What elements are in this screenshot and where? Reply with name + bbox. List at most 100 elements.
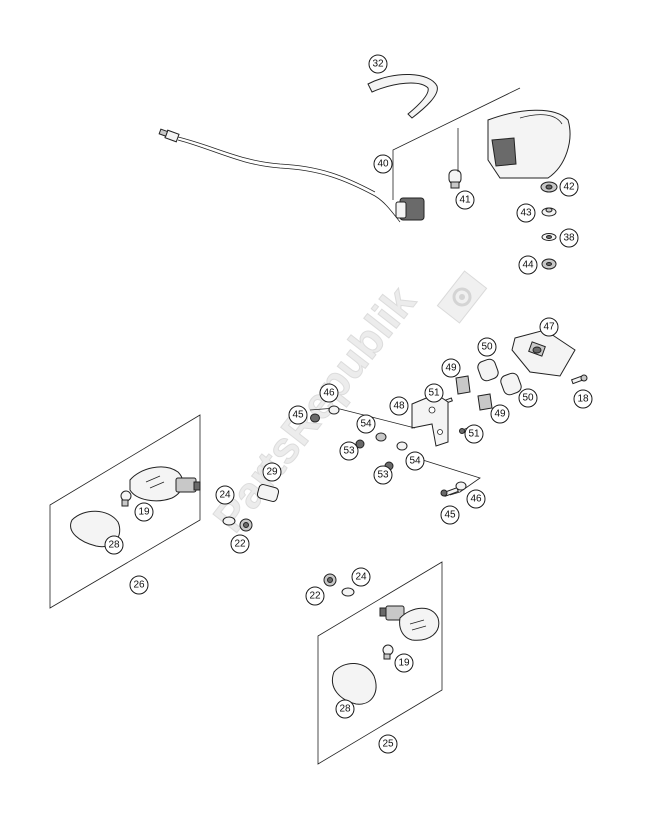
callout-label: 29 [266,467,278,478]
nut-bore [327,577,333,583]
callout-47[interactable]: 47 [539,317,559,337]
callout-24[interactable]: 24 [351,567,371,587]
seal-ring [367,74,438,119]
callout-label: 24 [219,490,231,501]
callout-22[interactable]: 22 [305,586,325,606]
bulb-socket [395,197,425,221]
callout-label: 46 [470,494,482,505]
callout-label: 26 [133,580,145,591]
callout-45[interactable]: 45 [288,405,308,425]
bolt [440,487,459,497]
callout-label: 50 [481,342,493,353]
tail-light-housing [487,109,571,179]
callout-28[interactable]: 28 [104,535,124,555]
watermark-gear-icon [436,270,488,324]
callout-54[interactable]: 54 [356,414,376,434]
callout-41[interactable]: 41 [455,190,475,210]
bulb [448,169,462,189]
callout-label: 48 [393,401,405,412]
callout-25[interactable]: 25 [378,734,398,754]
mounting-bracket [411,393,449,447]
callout-45[interactable]: 45 [440,505,460,525]
callout-label: 38 [563,233,575,244]
callout-label: 19 [138,507,150,518]
bulb [382,644,394,660]
callout-label: 42 [563,182,575,193]
callout-label: 28 [339,704,351,715]
indicator-housing-right [379,605,440,641]
callout-28[interactable]: 28 [335,699,355,719]
wiring-harness [158,128,401,223]
callout-19[interactable]: 19 [394,653,414,673]
callout-label: 51 [428,388,440,399]
callout-46[interactable]: 46 [466,489,486,509]
callout-50[interactable]: 50 [477,337,497,357]
callout-46[interactable]: 46 [319,383,339,403]
indicator-lens-right [332,663,377,705]
leader-40-41 [392,87,521,200]
callout-label: 47 [543,322,555,333]
callout-label: 41 [459,195,471,206]
washer [396,441,408,451]
callout-label: 40 [377,159,389,170]
spacer [477,358,499,382]
callout-48[interactable]: 48 [389,396,409,416]
callout-53[interactable]: 53 [373,465,393,485]
callout-40[interactable]: 40 [373,154,393,174]
nut-bore [243,522,249,528]
callout-label: 25 [382,739,394,750]
license-plate-light [511,329,576,377]
adapter-sleeve [256,484,280,502]
indicator-housing-left [129,466,201,502]
callout-label: 46 [323,388,335,399]
callout-24[interactable]: 24 [215,485,235,505]
callout-label: 43 [520,208,532,219]
washer [341,587,355,597]
callout-22[interactable]: 22 [230,534,250,554]
callout-53[interactable]: 53 [339,441,359,461]
callout-label: 32 [372,59,384,70]
washer [375,432,387,442]
callout-label: 22 [234,539,246,550]
callout-label: 50 [522,393,534,404]
callout-38[interactable]: 38 [559,228,579,248]
callout-54[interactable]: 54 [405,451,425,471]
washer [455,481,467,491]
callout-label: 53 [343,446,355,457]
callout-49[interactable]: 49 [441,358,461,378]
callout-49[interactable]: 49 [490,404,510,424]
bracket-hole [437,429,443,435]
indicator-kit-frame-left [49,414,201,609]
callout-label: 28 [108,540,120,551]
grommet [455,375,471,395]
callout-label: 19 [398,658,410,669]
callout-label: 22 [309,591,321,602]
callout-26[interactable]: 26 [129,575,149,595]
washer [222,516,236,526]
nut [310,413,320,423]
callout-42[interactable]: 42 [559,177,579,197]
callout-18[interactable]: 18 [573,389,593,409]
callout-50[interactable]: 50 [518,388,538,408]
callout-label: 51 [468,429,480,440]
bulb [120,490,132,507]
grommet [477,393,493,411]
callout-label: 45 [444,510,456,521]
callout-label: 49 [445,363,457,374]
callout-32[interactable]: 32 [368,54,388,74]
callout-44[interactable]: 44 [518,255,538,275]
callout-label: 49 [494,409,506,420]
callout-43[interactable]: 43 [516,203,536,223]
callout-51[interactable]: 51 [464,424,484,444]
callout-51[interactable]: 51 [424,383,444,403]
callout-29[interactable]: 29 [262,462,282,482]
callout-label: 54 [409,456,421,467]
leader-bolt-line-lower [409,455,481,496]
bracket-hole [428,406,436,414]
washer [328,405,340,415]
callout-19[interactable]: 19 [134,502,154,522]
callout-label: 18 [577,394,589,405]
callout-label: 53 [377,470,389,481]
callout-label: 44 [522,260,534,271]
